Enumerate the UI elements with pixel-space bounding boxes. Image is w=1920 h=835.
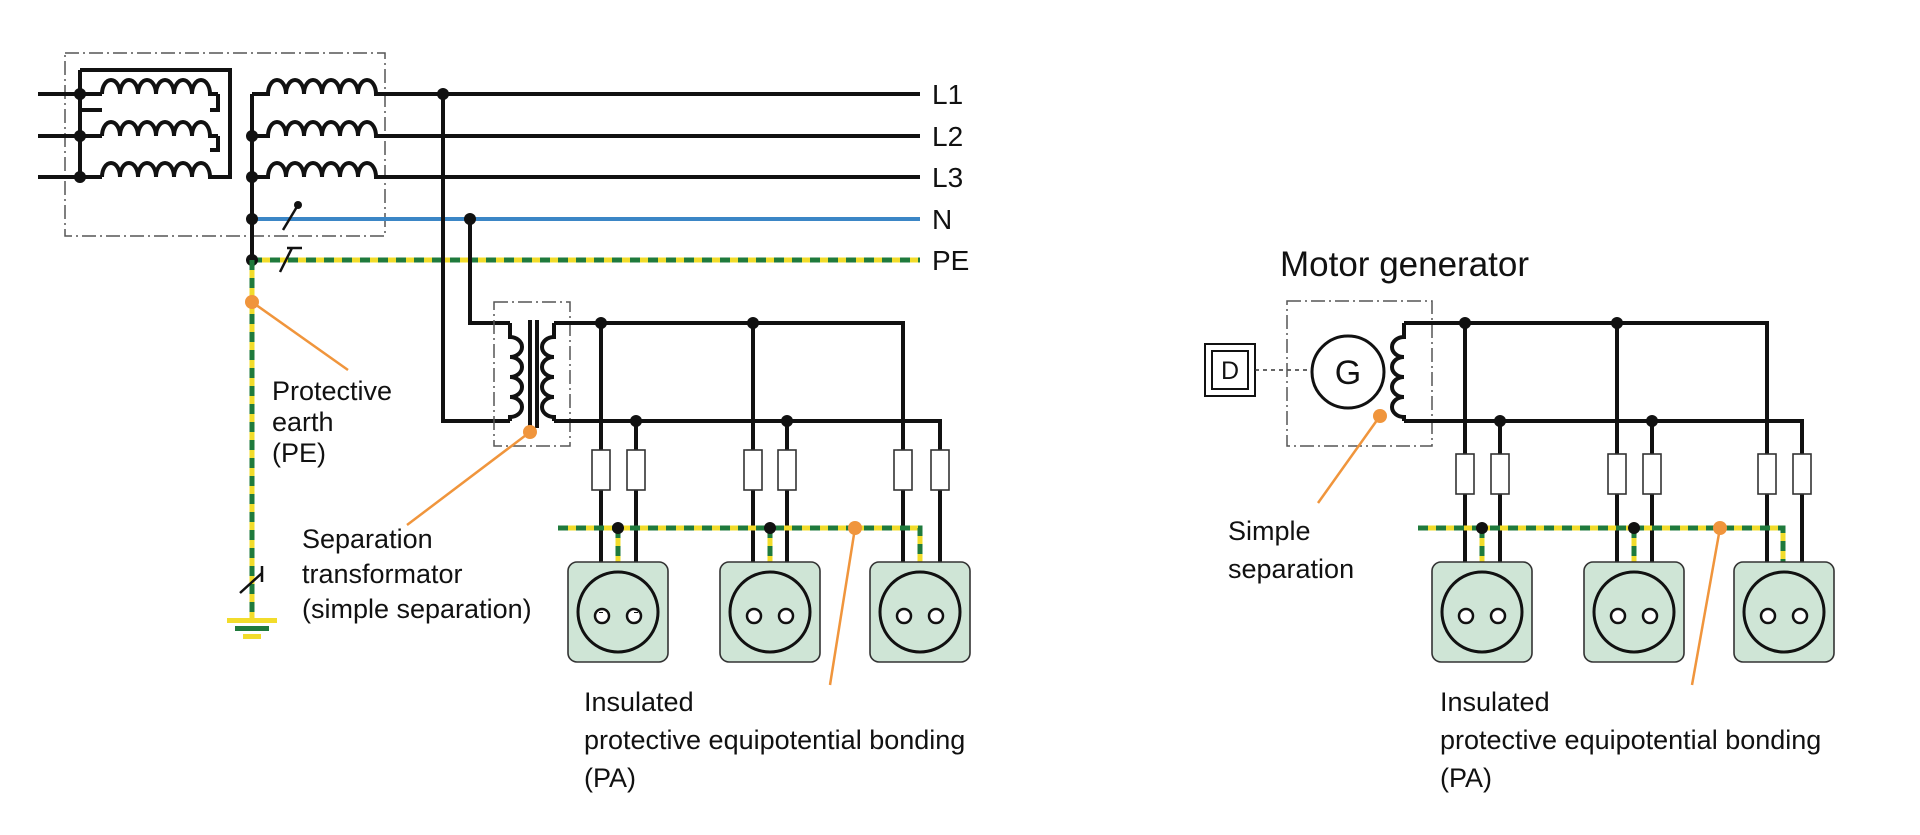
- transformer-annotation-leader: [406, 425, 537, 526]
- bus-label-l1: L1: [932, 79, 963, 110]
- pe-annotation: Protective earth (PE): [272, 376, 400, 468]
- motor-generator-title: Motor generator: [1280, 245, 1529, 284]
- inductor-coil-icon: [508, 323, 524, 421]
- left-network: L1 L2 L3 N PE: [38, 52, 973, 793]
- fuse-icon: [1490, 453, 1510, 495]
- right-network: Motor generator D G: [1204, 245, 1836, 793]
- schuko-socket-icon: [566, 560, 670, 664]
- separation-transformer-frame: [493, 301, 571, 447]
- bus-label-l2: L2: [932, 121, 963, 152]
- earth-switch-icon: [239, 566, 264, 594]
- schuko-socket-icon: [1430, 560, 1534, 664]
- fuse-icon: [1792, 453, 1812, 495]
- feed-from-n: [468, 219, 510, 325]
- transformer-annotation: Separation transformator (simple separat…: [302, 524, 532, 624]
- fuse-icon: [930, 449, 950, 491]
- right-bonding-annotation: Insulated protective equipotential bondi…: [1440, 687, 1829, 793]
- switch-icon: [278, 201, 302, 273]
- fuse-icon: [1607, 453, 1627, 495]
- bus-label-l3: L3: [932, 162, 963, 193]
- separation-transformer: [493, 301, 571, 447]
- motor-label: D: [1221, 357, 1239, 385]
- fuse-icon: [1642, 453, 1662, 495]
- bus-label-n: N: [932, 204, 952, 235]
- fuse-icon: [591, 449, 611, 491]
- separated-circuit: [554, 321, 942, 470]
- right-pa-annotation-leader: [1690, 521, 1727, 686]
- generator-winding-icon: [1390, 323, 1406, 421]
- schuko-socket-icon: [868, 560, 972, 664]
- earth-ground-icon: [227, 618, 277, 639]
- supply-transformer-frame: [64, 52, 386, 237]
- schuko-socket-icon: [718, 560, 822, 664]
- motor-box-icon: D: [1204, 343, 1256, 397]
- fuse-icon: [1757, 453, 1777, 495]
- schuko-socket-icon: [1732, 560, 1836, 664]
- feed-from-l1: [441, 94, 510, 423]
- separation-annotation-leader: [1316, 409, 1387, 504]
- generator-label: G: [1335, 354, 1361, 392]
- pa-annotation-leader: [828, 521, 862, 686]
- fuse-icon: [626, 449, 646, 491]
- generator-icon: G: [1310, 334, 1386, 410]
- inductor-coil-icon-secondary: [540, 323, 556, 421]
- fuse-icon: [743, 449, 763, 491]
- separation-annotation: Simple separation: [1228, 516, 1354, 584]
- left-bonding-annotation: Insulated protective equipotential bondi…: [584, 687, 973, 793]
- fuse-icon: [777, 449, 797, 491]
- primary-winding-icon: [38, 68, 232, 183]
- bus-label-pe: PE: [932, 245, 969, 276]
- schuko-socket-icon: [1582, 560, 1686, 664]
- fuse-icon: [893, 449, 913, 491]
- fuse-icon: [1455, 453, 1475, 495]
- pe-annotation-leader: [245, 295, 349, 372]
- secondary-winding-icon: [246, 78, 378, 260]
